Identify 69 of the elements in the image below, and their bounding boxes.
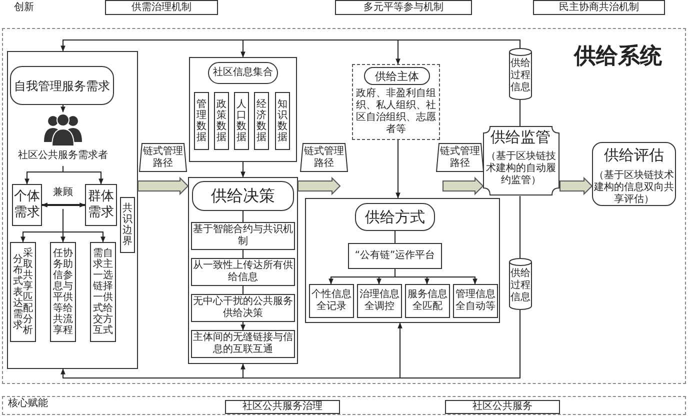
block-arrow: [298, 176, 341, 196]
process-box: 服务信息全匹配: [405, 284, 450, 318]
process-box: 供需治理机制: [105, 0, 218, 15]
block-arrow: [138, 176, 189, 196]
connector-line: [242, 210, 244, 222]
vertical-text-box: 经济数据: [254, 92, 269, 150]
rounded-box: 供给方式: [355, 203, 435, 231]
panel-box: [188, 177, 298, 364]
vertical-text-box: 政策数据: [214, 92, 229, 150]
process-box: 个体需求: [12, 184, 42, 226]
section-title: 供给系统: [572, 44, 663, 71]
process-box: 无中心干扰的公共服务供给决策: [191, 294, 295, 322]
section-label: 核心赋能: [8, 398, 49, 411]
rounded-box: 自我管理服务需求: [10, 66, 114, 105]
connector-arrow: [396, 40, 520, 65]
connector-arrow: [398, 310, 520, 378]
connector-arrow: [240, 162, 246, 178]
heading-text: 供给监管: [490, 129, 552, 148]
process-box: 治理信息全调控: [357, 284, 402, 318]
dashed-region: [2, 396, 686, 415]
connector-arrow: [240, 322, 246, 331]
process-box: 多元平等参与机制: [335, 0, 472, 15]
dashed-region: [2, 28, 686, 384]
heading-text: 供给评估: [603, 147, 665, 166]
vertical-text-box: 协助参与供给流程任务信息平等共享: [50, 242, 76, 342]
connector-line: [394, 230, 396, 244]
process-box: 基于智能合约与共识机制: [191, 222, 295, 250]
panel-box: [7, 51, 138, 369]
panel-box: [305, 198, 500, 323]
process-box: 从一致性上传达所有供给信息: [191, 258, 295, 286]
edge-label: 链式管理路径: [300, 143, 348, 172]
vertical-text-box: 人口数据: [234, 92, 249, 150]
connector-arrow: [60, 104, 66, 113]
process-box: 社区公共服务: [445, 400, 560, 414]
connector-arrow: [62, 208, 106, 243]
block-arrow: [560, 176, 593, 196]
block-arrow: [442, 176, 484, 196]
dashed-group-box: [352, 64, 440, 140]
rounded-box: [592, 142, 676, 206]
process-box: 社区公共服务治理: [225, 400, 340, 414]
database-cylinder: 供给过程信息: [509, 48, 532, 100]
notched-box: [483, 126, 560, 196]
caption-text: 社区公共服务需求者: [17, 150, 109, 162]
vertical-text-box: 管理数据: [194, 92, 209, 150]
rounded-box: 供给决策: [192, 181, 294, 211]
panel-box: [189, 57, 297, 162]
description-text: （基于区块链技术建构的自动履约监管）: [485, 151, 557, 188]
connector-line: [242, 286, 244, 294]
database-cylinder: 供给过程信息: [509, 258, 532, 310]
process-box: 个性信息全记录: [309, 284, 354, 318]
connector-arrow: [396, 140, 400, 199]
process-box: 群体需求: [85, 184, 117, 226]
rounded-box: 社区信息集合: [208, 62, 278, 84]
connector-arrow: [62, 166, 104, 185]
connector-arrow: [41, 202, 86, 208]
connector-line: [242, 250, 244, 258]
description-text: （基于区块链技术建构的信息双向共享评估）: [594, 170, 674, 204]
process-box: 管理信息全自动等: [453, 284, 498, 318]
description-text: 政府、非盈利自组织、私人组织、社区自治组织、志愿者等: [355, 88, 437, 137]
edge-label: 链式管理路径: [139, 143, 187, 172]
process-box: 民主协商共治机制: [533, 0, 665, 15]
vertical-text-box: 知识数据: [275, 92, 290, 150]
process-box: “公有链”运作平台: [348, 243, 442, 269]
edge-label: 链式管理路径: [436, 143, 484, 172]
side-label: 创新: [14, 2, 34, 13]
rounded-box: 供给主体: [364, 67, 430, 85]
process-box: 主体间的无缝链接与信息的互联互通: [191, 330, 295, 358]
vertical-text-box: 自主选择供给方式需求一链一式交互: [90, 242, 116, 342]
vertical-text-box: 共识边界: [120, 197, 135, 253]
